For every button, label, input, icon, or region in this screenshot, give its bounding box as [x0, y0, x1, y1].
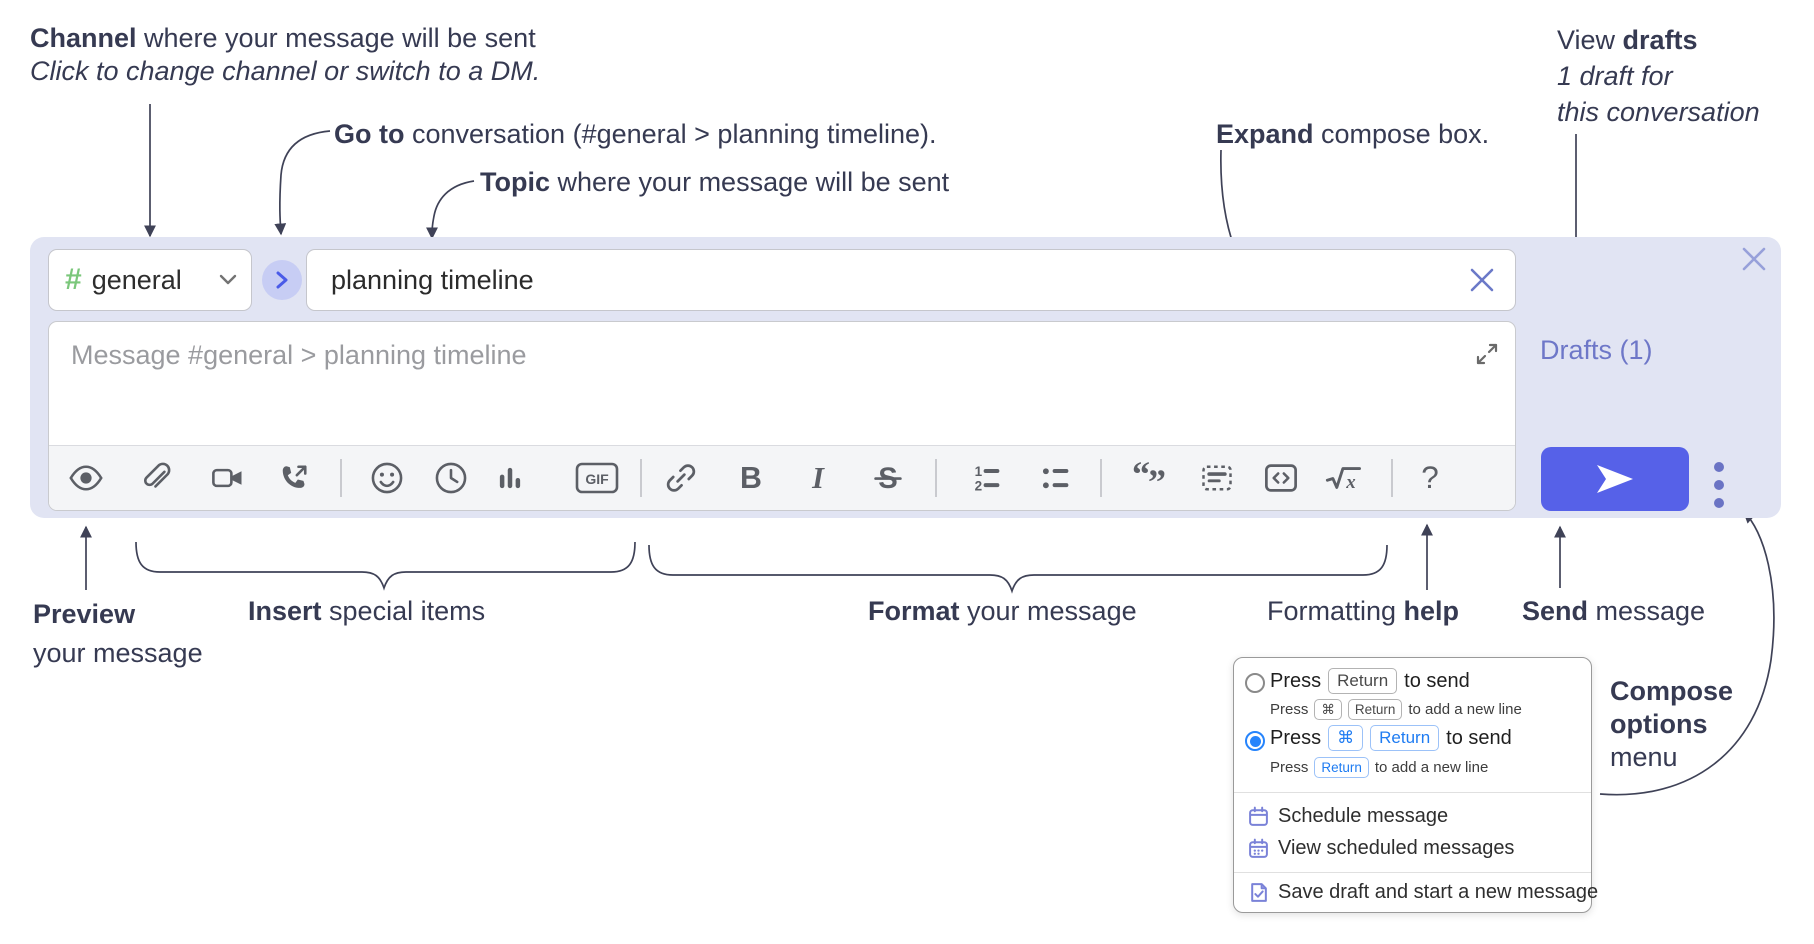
- video-call-icon[interactable]: [206, 456, 250, 500]
- message-input[interactable]: [49, 322, 1515, 444]
- attach-file-icon[interactable]: [134, 456, 178, 500]
- compose-toolbar: GIF B I S: [49, 445, 1515, 510]
- formatting-help-icon[interactable]: ?: [1408, 456, 1452, 500]
- toolbar-separator: [1100, 459, 1102, 497]
- annotation-goto: Go to conversation (#general > planning …: [334, 119, 937, 149]
- toolbar-separator: [640, 459, 642, 497]
- channel-selector[interactable]: # general: [48, 249, 252, 311]
- annotation-format: Format your message: [868, 596, 1137, 626]
- kbd-return: Return: [1328, 668, 1398, 694]
- kbd-return: Return: [1314, 757, 1369, 778]
- quote-icon[interactable]: “”: [1127, 456, 1171, 500]
- topic-input[interactable]: [306, 249, 1516, 311]
- kbd-cmd: ⌘: [1328, 725, 1364, 751]
- svg-text:1: 1: [975, 464, 983, 479]
- annotation-formatting-help: Formatting help: [1267, 596, 1460, 626]
- svg-text:I: I: [811, 461, 825, 495]
- annotation-send: Send message: [1522, 596, 1706, 626]
- math-icon[interactable]: x: [1322, 456, 1366, 500]
- send-button[interactable]: [1541, 447, 1689, 511]
- annotation-channel-rest: where your message will be sent: [136, 23, 536, 53]
- italic-icon[interactable]: I: [796, 456, 840, 500]
- menu-item-view-scheduled-messages[interactable]: View scheduled messages: [1248, 837, 1514, 860]
- kbd-return: Return: [1370, 725, 1440, 751]
- svg-text:2: 2: [975, 478, 983, 493]
- channel-hash-icon: #: [65, 263, 82, 296]
- annotation-channel-line2: Click to change channel or switch to a D…: [30, 56, 541, 86]
- bold-icon[interactable]: B: [729, 456, 773, 500]
- draft-check-icon: [1251, 883, 1267, 902]
- brace-insert: [135, 541, 636, 591]
- gif-icon[interactable]: GIF: [575, 456, 619, 500]
- channel-name: general: [91, 264, 182, 295]
- option-cmd-return-to-send[interactable]: Press ⌘ Return to send: [1270, 725, 1512, 751]
- annotation-insert: Insert special items: [248, 596, 486, 626]
- drafts-link[interactable]: Drafts (1): [1540, 335, 1653, 365]
- chevron-right-icon: [276, 271, 288, 289]
- svg-text:?: ?: [1421, 460, 1439, 495]
- annotation-channel-bold: Channel: [30, 23, 137, 53]
- preview-icon[interactable]: [64, 456, 108, 500]
- clear-topic-icon[interactable]: [1468, 266, 1496, 294]
- connector-topic: [426, 180, 475, 240]
- poll-icon[interactable]: [488, 456, 532, 500]
- toolbar-separator: [340, 459, 342, 497]
- bulleted-list-icon[interactable]: [1034, 456, 1078, 500]
- calendar-icon: [1249, 806, 1268, 826]
- menu-divider: [1234, 872, 1591, 873]
- voice-call-icon[interactable]: [272, 456, 316, 500]
- kbd-cmd: ⌘: [1314, 699, 1342, 720]
- message-box: GIF B I S: [48, 321, 1516, 511]
- brace-format: [648, 544, 1388, 594]
- code-icon[interactable]: [1259, 456, 1303, 500]
- annotation-compose-options: Compose options menu: [1610, 676, 1734, 772]
- go-to-conversation-button[interactable]: [262, 260, 302, 300]
- svg-text:“: “: [1132, 460, 1150, 494]
- annotation-expand: Expand compose box.: [1216, 119, 1490, 149]
- annotation-channel: Channel where your message will be sent …: [30, 22, 540, 88]
- emoji-icon[interactable]: [365, 456, 409, 500]
- option-return-to-send-subtext: Press ⌘ Return to add a new line: [1270, 699, 1522, 720]
- menu-item-schedule-message[interactable]: Schedule message: [1248, 805, 1448, 828]
- expand-compose-icon[interactable]: [1473, 340, 1501, 368]
- kbd-return: Return: [1347, 699, 1403, 720]
- link-icon[interactable]: [659, 456, 703, 500]
- radio-return-to-send[interactable]: [1245, 673, 1265, 693]
- time-icon[interactable]: [429, 456, 473, 500]
- connector-goto: [274, 130, 331, 236]
- calendar-dots-icon: [1249, 838, 1268, 858]
- svg-text:x: x: [1345, 472, 1355, 493]
- annotation-view-drafts: View drafts 1 draft for this conversatio…: [1557, 25, 1760, 127]
- svg-text:B: B: [740, 462, 762, 495]
- radio-cmd-return-to-send[interactable]: [1245, 731, 1265, 751]
- annotation-preview: Preview your message: [33, 599, 203, 668]
- menu-divider: [1234, 792, 1591, 793]
- close-compose-icon[interactable]: [1740, 245, 1768, 273]
- option-cmd-return-to-send-subtext: Press Return to add a new line: [1270, 757, 1489, 778]
- strikethrough-icon[interactable]: S: [866, 456, 910, 500]
- compose-box: # general: [30, 237, 1781, 518]
- compose-options-menu: Press Return to send Press ⌘ Return to a…: [1233, 657, 1598, 913]
- svg-text:”: ”: [1148, 462, 1166, 496]
- compose-options-icon[interactable]: [1713, 459, 1725, 519]
- annotation-topic: Topic where your message will be sent: [480, 167, 950, 197]
- svg-text:GIF: GIF: [585, 471, 609, 487]
- toolbar-separator: [1391, 459, 1393, 497]
- chevron-down-icon: [219, 274, 237, 286]
- toolbar-separator: [935, 459, 937, 497]
- send-icon: [1597, 465, 1633, 493]
- menu-item-save-draft[interactable]: Save draft and start a new message: [1248, 881, 1598, 904]
- spoiler-icon[interactable]: [1195, 456, 1239, 500]
- option-return-to-send[interactable]: Press Return to send: [1270, 668, 1470, 694]
